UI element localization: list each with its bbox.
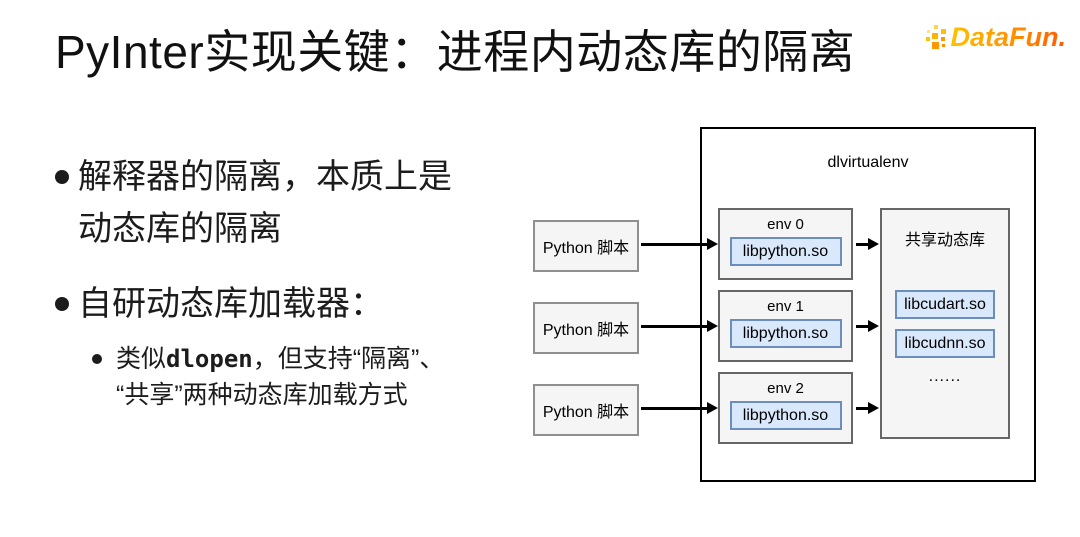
sub-bullet-line: ，但支持“隔离”、 — [252, 345, 445, 373]
libcudnn-chip: libcudnn.so — [895, 329, 995, 358]
libpython-chip: libpython.so — [729, 319, 842, 348]
python-script-label: Python 脚本 — [542, 404, 630, 421]
datafun-logo-text: DataFun. — [950, 22, 1066, 52]
sub-bullet-dlopen: 类似dlopen，但支持“隔离”、 “共享”两种动态库加载方式 — [92, 341, 512, 413]
bullet-interpreter-isolation: 解释器的隔离，本质上是动态库的隔离 — [55, 151, 535, 255]
page-title: PyInter实现关键：进程内动态库的隔离 — [55, 26, 856, 78]
bullet-icon — [55, 297, 69, 311]
datafun-logo: DataFun. — [924, 22, 1066, 53]
bullet-custom-loader: 自研动态库加载器： — [55, 278, 535, 330]
sub-bullet-line: 类似 — [116, 345, 167, 373]
arrow-script1-to-env1 — [641, 320, 718, 332]
bullet-icon — [92, 354, 102, 364]
bullet-line: 解释器的隔离，本质上是 — [78, 158, 452, 196]
arrow-env2-to-shared — [856, 402, 879, 414]
python-script-box-2: Python 脚本 — [533, 384, 639, 436]
libpython-chip: libpython.so — [729, 237, 842, 266]
python-script-box-0: Python 脚本 — [533, 220, 639, 272]
datafun-sparkle-icon — [924, 23, 950, 53]
bullet-text: 解释器的隔离，本质上是动态库的隔离 — [78, 151, 535, 255]
dlvirtualenv-label: dlvirtualenv — [827, 154, 909, 171]
env-label: env 2 — [767, 380, 804, 397]
more-libs-ellipsis: ...... — [928, 368, 962, 385]
python-script-label: Python 脚本 — [542, 240, 630, 257]
dlopen-code: dlopen — [166, 345, 253, 373]
bullet-line: 动态库的隔离 — [78, 210, 282, 248]
bullet-icon — [55, 170, 69, 184]
sub-bullet-text: 类似dlopen，但支持“隔离”、 “共享”两种动态库加载方式 — [116, 341, 512, 413]
arrow-script2-to-env2 — [641, 402, 718, 414]
env-box-2: env 2 libpython.so — [718, 372, 853, 444]
python-script-label: Python 脚本 — [542, 322, 630, 339]
libpython-chip: libpython.so — [729, 401, 842, 430]
env-label: env 0 — [767, 216, 804, 233]
arrow-env0-to-shared — [856, 238, 879, 250]
shared-libs-box: 共享动态库 libcudart.so libcudnn.so ...... — [880, 208, 1010, 439]
env-box-0: env 0 libpython.so — [718, 208, 853, 280]
env-box-1: env 1 libpython.so — [718, 290, 853, 362]
bullet-text: 自研动态库加载器： — [78, 285, 384, 323]
libcudart-chip: libcudart.so — [895, 290, 995, 319]
shared-libs-label: 共享动态库 — [904, 232, 985, 249]
python-script-box-1: Python 脚本 — [533, 302, 639, 354]
arrow-script0-to-env0 — [641, 238, 718, 250]
arrow-env1-to-shared — [856, 320, 879, 332]
sub-bullet-line: “共享”两种动态库加载方式 — [116, 381, 408, 409]
env-label: env 1 — [767, 298, 804, 315]
